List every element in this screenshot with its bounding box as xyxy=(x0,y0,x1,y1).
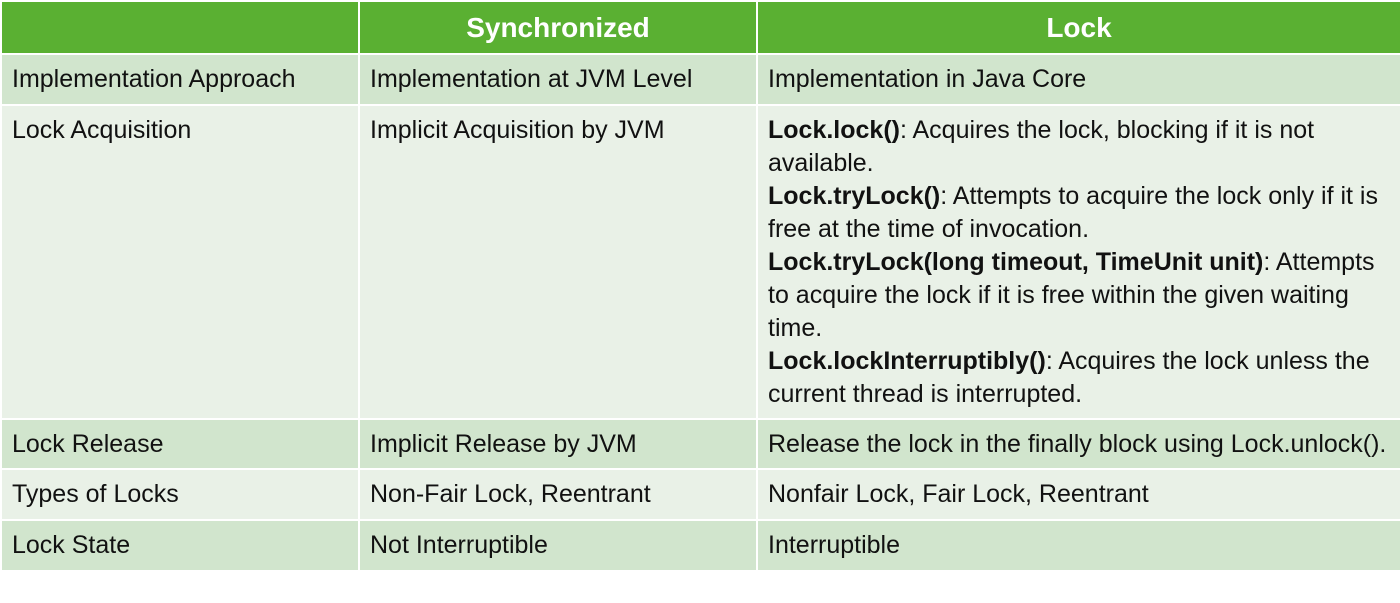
lock-cell: Implementation in Java Core xyxy=(758,55,1400,104)
table-row: Types of Locks Non-Fair Lock, Reentrant … xyxy=(2,470,1400,519)
header-feature xyxy=(2,2,358,53)
lock-cell: Nonfair Lock, Fair Lock, Reentrant xyxy=(758,470,1400,519)
method-name: Lock.lock() xyxy=(768,116,900,144)
lock-method-entry: Lock.lock(): Acquires the lock, blocking… xyxy=(768,114,1390,180)
lock-method-entry: Lock.lockInterruptibly(): Acquires the l… xyxy=(768,345,1390,411)
method-description: : Attempts to acquire the lock if it is … xyxy=(768,248,1375,342)
method-name: Lock.tryLock(long timeout, TimeUnit unit… xyxy=(768,248,1264,276)
comparison-table: Synchronized Lock Implementation Approac… xyxy=(0,0,1400,572)
method-name: Lock.tryLock() xyxy=(768,182,941,210)
feature-cell: Implementation Approach xyxy=(2,55,358,104)
feature-cell: Types of Locks xyxy=(2,470,358,519)
feature-cell: Lock State xyxy=(2,521,358,570)
feature-cell: Lock Acquisition xyxy=(2,106,358,418)
header-synchronized: Synchronized xyxy=(360,2,756,53)
synchronized-cell: Non-Fair Lock, Reentrant xyxy=(360,470,756,519)
method-description: : Acquires the lock, blocking if it is n… xyxy=(768,116,1315,177)
method-description: : Attempts to acquire the lock only if i… xyxy=(768,182,1378,243)
table-row: Lock Release Implicit Release by JVM Rel… xyxy=(2,420,1400,468)
synchronized-cell: Implicit Acquisition by JVM xyxy=(360,106,756,418)
lock-method-entry: Lock.tryLock(): Attempts to acquire the … xyxy=(768,180,1390,246)
header-lock: Lock xyxy=(758,2,1400,53)
lock-cell: Interruptible xyxy=(758,521,1400,570)
table-row: Lock Acquisition Implicit Acquisition by… xyxy=(2,106,1400,418)
method-name: Lock.lockInterruptibly() xyxy=(768,347,1046,375)
lock-method-entry: Lock.tryLock(long timeout, TimeUnit unit… xyxy=(768,246,1390,345)
synchronized-cell: Implicit Release by JVM xyxy=(360,420,756,468)
synchronized-cell: Not Interruptible xyxy=(360,521,756,570)
table-row: Implementation Approach Implementation a… xyxy=(2,55,1400,104)
synchronized-cell: Implementation at JVM Level xyxy=(360,55,756,104)
header-row: Synchronized Lock xyxy=(2,2,1400,53)
method-description: : Acquires the lock unless the current t… xyxy=(768,347,1370,408)
lock-cell: Release the lock in the finally block us… xyxy=(758,420,1400,468)
table-row: Lock State Not Interruptible Interruptib… xyxy=(2,521,1400,570)
feature-cell: Lock Release xyxy=(2,420,358,468)
lock-cell: Lock.lock(): Acquires the lock, blocking… xyxy=(758,106,1400,418)
